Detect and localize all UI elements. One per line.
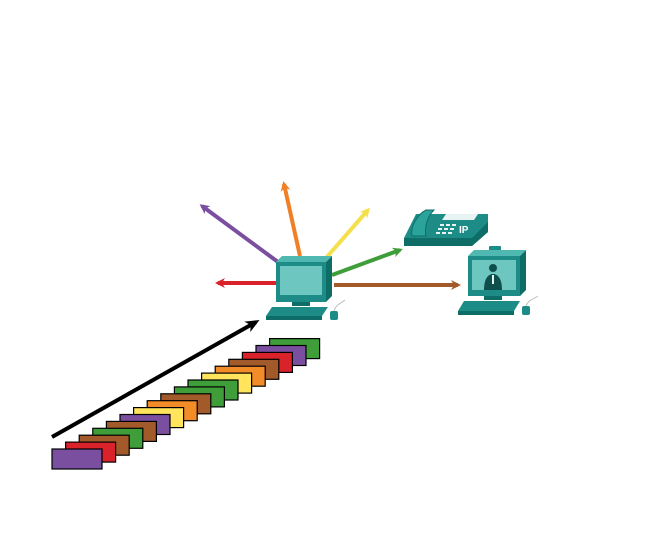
ip-phone-label: IP: [459, 225, 469, 236]
arrow-purple: [199, 204, 280, 264]
video-computer: [458, 246, 539, 315]
arrow-green: [331, 247, 403, 277]
computer-icon: [266, 256, 346, 320]
arrow-yellow: [324, 207, 370, 260]
packet-1: [51, 448, 103, 470]
person-icon: [484, 264, 502, 290]
arrow-orange: [280, 181, 302, 257]
video-monitor-icon: [458, 246, 539, 315]
arrow-input: [51, 320, 260, 439]
packet-stream: [51, 338, 321, 470]
ip-phone: IP: [404, 209, 488, 246]
center-computer: [266, 256, 346, 320]
ip-phone-icon: IP: [404, 209, 488, 246]
